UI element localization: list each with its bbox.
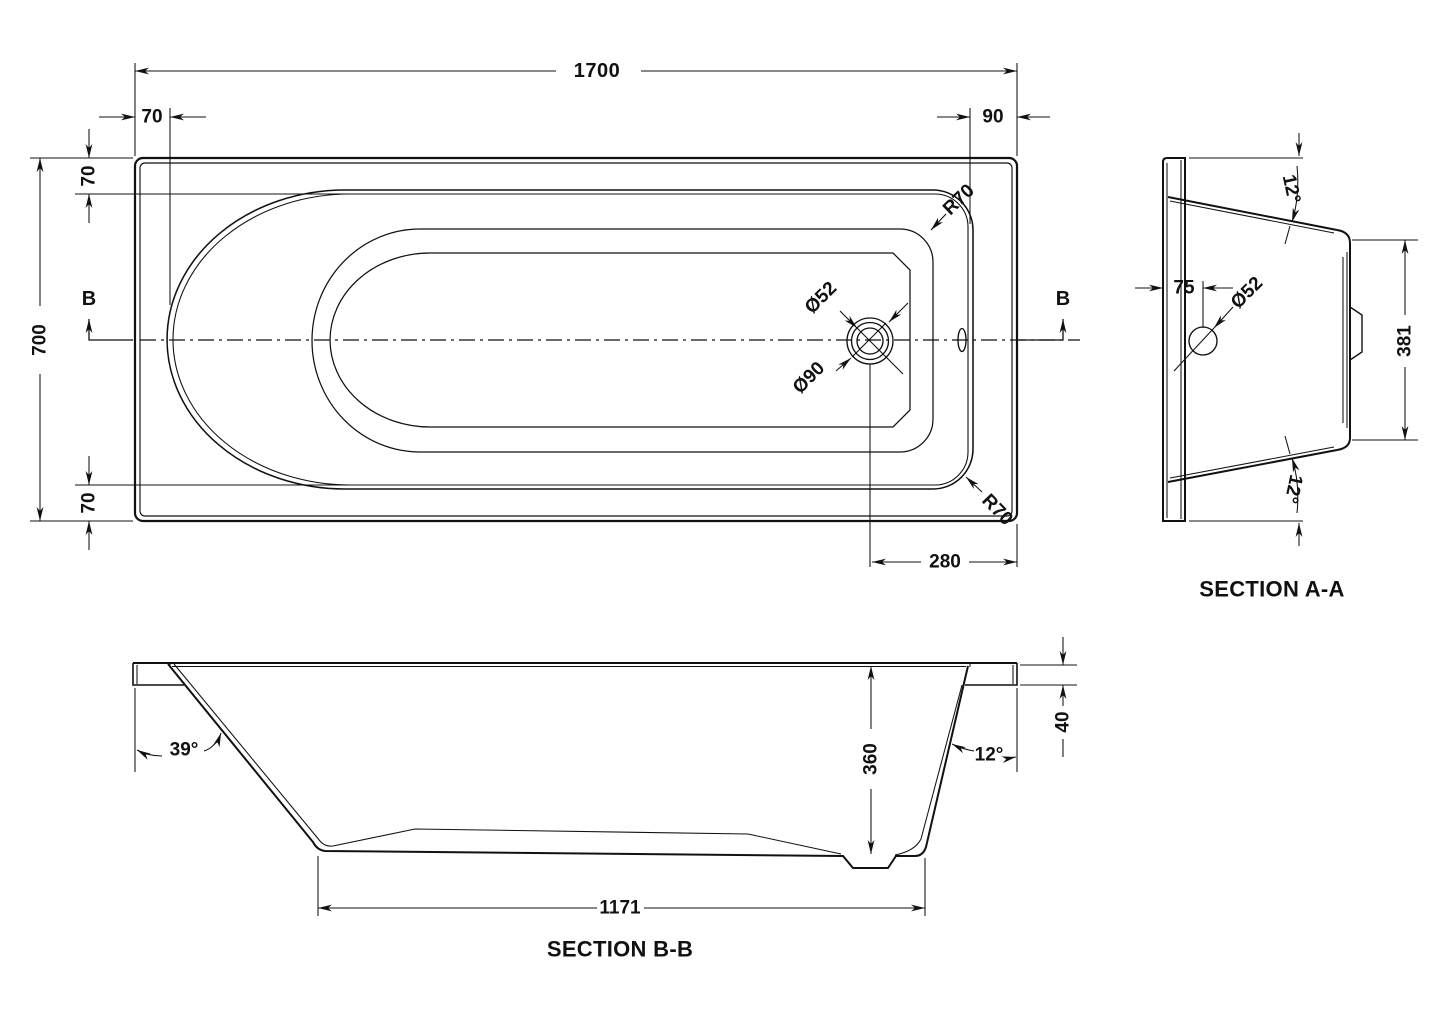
dim-drain-offset-label: 280: [929, 552, 961, 573]
radius-top-leader: [930, 213, 947, 231]
section-b-marker-right-line: [1019, 319, 1067, 341]
bb-angle-right: [951, 688, 1018, 772]
dim-rim-bottom-label: 70: [79, 492, 100, 513]
dim-right-inset-90: [937, 108, 1050, 224]
bb-right-rim-inner: [969, 663, 1014, 684]
bb-inner-surface-right: [894, 684, 963, 856]
aa-rim-strip: [1162, 157, 1186, 522]
bb-dim-40-label: 40: [1053, 711, 1074, 732]
aa-rim-strip-inner-lines: [1166, 160, 1182, 519]
dim-length-1700: [134, 63, 1018, 156]
section-b-marker-left: B: [82, 288, 96, 310]
section-aa-title: SECTION A-A: [1199, 577, 1344, 602]
aa-dim-75: [1135, 281, 1233, 328]
bb-dim-1171: [317, 856, 926, 916]
dim-length-label: 1700: [574, 60, 621, 82]
section-aa-view: Ø52 75 381 12° 12°: [1135, 133, 1418, 602]
dim-width-label: 700: [30, 324, 51, 356]
dim-drain-offset-280: [872, 524, 1018, 567]
top-view: 1700 70 90 700 70: [30, 60, 1080, 573]
overflow-slot: [957, 327, 967, 353]
drain-circle-inner: [856, 327, 884, 355]
radius-bottom-label: R70: [977, 490, 1016, 530]
bb-right-rim: [965, 663, 1018, 686]
dim-rim-top-label: 70: [79, 165, 100, 186]
bb-left-rim: [132, 663, 184, 686]
aa-angle-bottom-label: 12°: [1280, 473, 1307, 505]
bb-dim-360-label: 360: [861, 743, 882, 775]
basin-floor-flat-contour: [329, 252, 911, 428]
drain-diameter-leaders: [835, 302, 909, 375]
bb-dim-40: [1020, 637, 1077, 757]
aa-dim-381: [1352, 239, 1418, 441]
dim-right-inset-label: 90: [982, 107, 1003, 128]
dim-rim-bottom-70: [75, 456, 348, 550]
section-b-marker-left-line: [85, 319, 133, 341]
dim-width-700: [30, 157, 133, 522]
basin-edge-inner: [172, 193, 969, 486]
radius-bottom-leader: [965, 476, 983, 493]
drain: [846, 317, 894, 567]
bb-dim-1171-label: 1171: [599, 898, 641, 919]
section-bb-view: 360 40 39° 12° 1171 SECT: [132, 637, 1077, 962]
aa-drain-leader: [1173, 306, 1234, 372]
bb-outer-profile: [167, 663, 969, 869]
dim-left-inset-70: [99, 108, 206, 305]
basin-edge-outer: [166, 189, 974, 490]
drain-circle-middle: [850, 321, 890, 361]
aa-dim-381-label: 381: [1395, 325, 1416, 357]
aa-body: [1167, 196, 1363, 483]
bb-angle-left: [134, 688, 222, 772]
aa-angle-top-label: 12°: [1278, 173, 1305, 205]
basin-wall-bottom-contour: [311, 228, 934, 453]
section-bb-title: SECTION B-B: [547, 937, 693, 962]
radius-top-label: R70: [939, 180, 979, 219]
bb-angle-left-label: 39°: [170, 740, 199, 761]
aa-angle-bottom: [1189, 435, 1303, 546]
bb-inner-surface-left: [173, 663, 842, 855]
bb-left-rim-inner: [136, 663, 171, 684]
dim-rim-top-70: [75, 129, 348, 223]
aa-dim-75-label: 75: [1173, 278, 1195, 299]
bb-angle-right-label: 12°: [975, 745, 1004, 766]
dim-left-inset-label: 70: [141, 107, 162, 128]
drain-diameter-label: Ø52: [801, 278, 841, 318]
aa-angle-top: [1189, 133, 1303, 245]
section-b-marker-right: B: [1056, 288, 1070, 310]
waste-diameter-label: Ø90: [789, 358, 829, 398]
